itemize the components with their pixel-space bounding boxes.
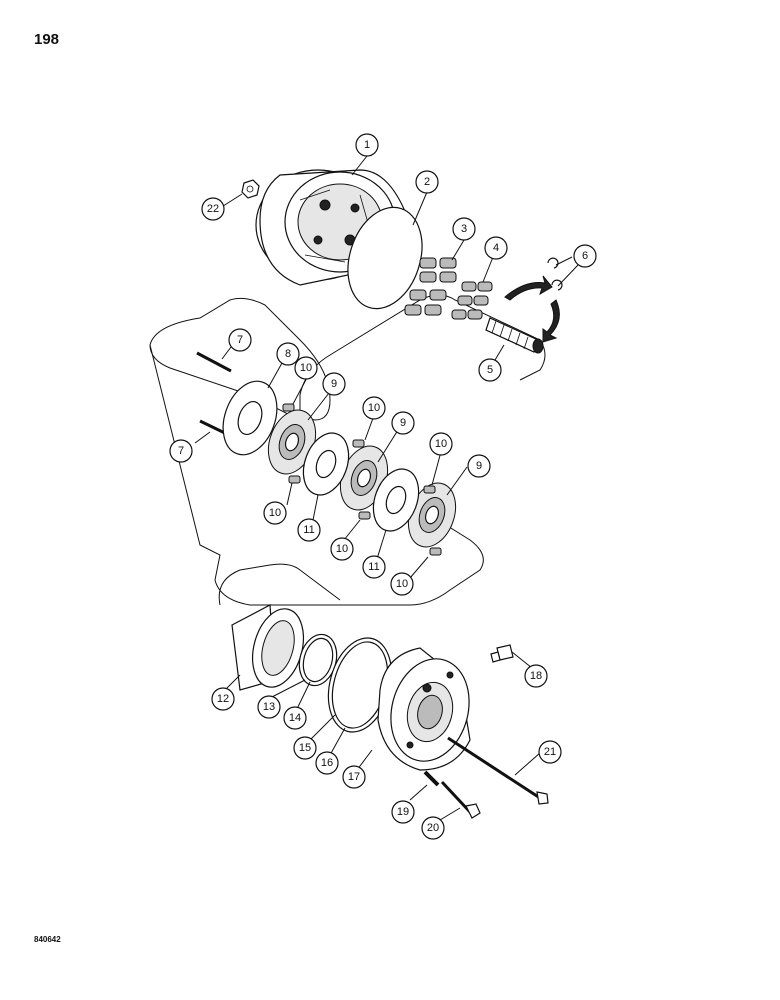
callout-label: 16 [321,757,333,769]
piston-group-boundary [149,344,301,421]
callout-20: 20 [421,816,445,840]
callout-label: 9 [331,378,337,390]
callout-label: 19 [397,806,409,818]
callout-2: 2 [415,170,439,194]
cap-screw [440,780,481,819]
long-bolt [447,736,549,805]
piston-seal-inner [302,637,334,683]
callout-5: 5 [478,358,502,382]
coil-spring [352,439,365,448]
callout-label: 20 [427,822,439,834]
page-number: 198 [34,31,60,48]
assembly-arrow [542,299,560,343]
callout-14: 14 [283,706,307,730]
callout-label: 9 [476,460,482,472]
callout-label: 6 [582,250,588,262]
splined-shaft [485,317,544,354]
callout-7: 7 [228,328,252,352]
callout-label: 10 [368,402,380,414]
callout-6: 6 [573,244,597,268]
callout-label: 7 [237,334,243,346]
friction-disc [267,409,317,475]
breather-fitting [490,644,514,663]
callout-label: 9 [400,417,406,429]
callout-label: 1 [364,139,370,151]
callout-label: 3 [461,223,467,235]
callout-8: 8 [276,342,300,366]
callout-22: 22 [201,197,225,221]
figure-code: 840642 [34,935,61,944]
callout-label: 5 [487,364,493,376]
callout-7: 7 [169,439,193,463]
end-cover [377,647,471,771]
clutch-pack-boundary [149,297,484,606]
callout-1: 1 [355,133,379,157]
callout-11: 11 [362,555,386,579]
coil-spring [429,547,442,556]
callout-label: 10 [396,578,408,590]
callout-label: 10 [269,507,281,519]
callout-19: 19 [391,800,415,824]
callout-label: 22 [207,203,219,215]
callout-label: 17 [348,771,360,783]
spring-set [404,257,457,316]
callout-10: 10 [362,396,386,420]
callout-10: 10 [390,572,414,596]
separator-plate [222,380,278,456]
callout-9: 9 [322,372,346,396]
callout-10: 10 [429,432,453,456]
callout-9: 9 [391,411,415,435]
callout-label: 15 [299,742,311,754]
callout-label: 2 [424,176,430,188]
callout-9: 9 [467,454,491,478]
clutch-piston [231,604,304,691]
cover-group-boundary [299,294,546,420]
callout-21: 21 [538,740,562,764]
callout-10: 10 [330,537,354,561]
callout-16: 16 [315,751,339,775]
coil-spring [288,475,301,484]
snap-ring [551,279,563,291]
seal-group-boundary [218,563,341,606]
callout-12: 12 [211,687,235,711]
callout-label: 11 [368,561,379,573]
callout-3: 3 [452,217,476,241]
callout-label: 12 [217,693,229,705]
dowel-pin [423,770,440,787]
callout-18: 18 [524,664,548,688]
callout-label: 18 [530,670,542,682]
callout-label: 4 [493,242,499,254]
callout-10: 10 [294,356,318,380]
leader-lines [194,155,579,821]
callout-10: 10 [263,501,287,525]
callout-label: 14 [289,712,301,724]
coil-spring [358,511,371,520]
separator-plate [302,432,350,496]
coil-spring [423,485,436,494]
spring-set-small [451,281,493,320]
callout-label: 13 [263,701,275,713]
o-ring-seal [347,206,423,310]
assembly-arrow [504,275,553,301]
callout-label: 10 [300,362,312,374]
callout-17: 17 [342,765,366,789]
coil-spring [282,403,295,412]
callout-label: 7 [178,445,184,457]
callout-label: 10 [336,543,348,555]
callout-11: 11 [297,518,321,542]
callout-13: 13 [257,695,281,719]
separator-plate [372,468,420,532]
nut [241,179,260,199]
callout-4: 4 [484,236,508,260]
callout-label: 21 [544,746,556,758]
snap-ring [547,257,559,269]
callout-label: 11 [303,524,314,536]
callout-15: 15 [293,736,317,760]
callout-label: 10 [435,438,447,450]
callout-label: 8 [285,348,291,360]
guide-pin [196,351,232,373]
friction-disc [407,482,457,548]
